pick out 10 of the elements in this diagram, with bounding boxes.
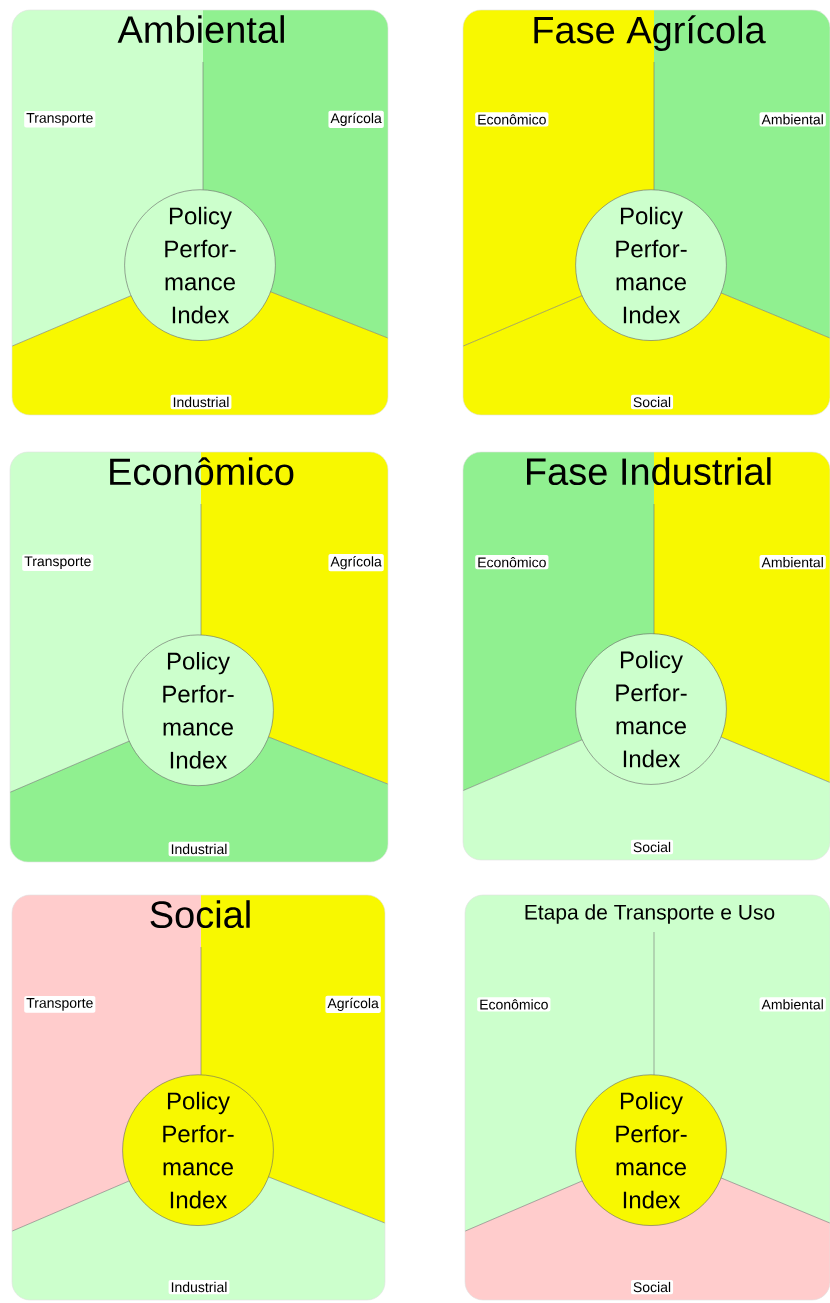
sector-label: Agrícola [328,554,384,572]
sector-label: Ambiental [759,555,826,570]
sector-label: Econômico [477,997,551,1012]
sector-label: Transporte [24,111,96,128]
sector-label: Transporte [24,996,96,1013]
sector-label: Ambiental [759,112,826,127]
sector-label: Econômico [475,555,549,570]
sector-label: Transporte [22,554,94,571]
sector-label: Econômico [475,112,549,127]
sector-label: Ambiental [759,997,826,1012]
